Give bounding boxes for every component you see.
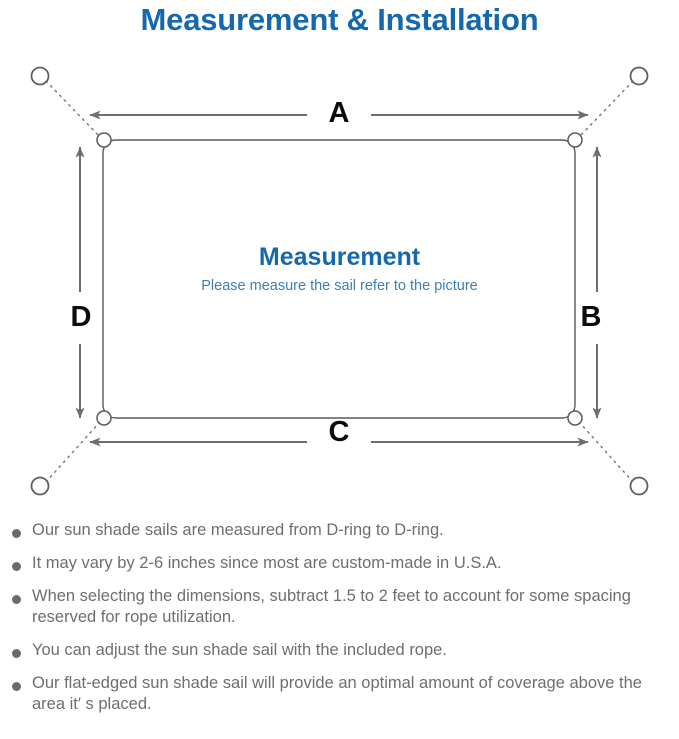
bullet-icon (12, 649, 21, 658)
d-ring-top-right (567, 132, 583, 148)
bullet-icon (12, 562, 21, 571)
d-ring-top-left (96, 132, 112, 148)
d-ring-bottom-right (567, 410, 583, 426)
note-text: It may vary by 2-6 inches since most are… (32, 554, 502, 572)
list-item: Our flat-edged sun shade sail will provi… (0, 673, 679, 715)
rope-bottom-right (579, 422, 634, 483)
dimension-label-b: B (580, 301, 602, 333)
anchor-point-bottom-left (30, 476, 50, 496)
anchor-point-top-left (30, 66, 50, 86)
list-item: It may vary by 2-6 inches since most are… (0, 553, 679, 574)
bullet-icon (12, 682, 21, 691)
notes-list: Our sun shade sails are measured from D-… (0, 520, 679, 727)
diagram-svg (30, 66, 649, 496)
list-item: You can adjust the sun shade sail with t… (0, 640, 679, 661)
dimension-label-c: C (328, 416, 350, 448)
bullet-icon (12, 595, 21, 604)
rope-top-right (579, 80, 634, 137)
note-text: Our sun shade sails are measured from D-… (32, 521, 444, 539)
rope-top-left (45, 80, 100, 137)
note-text: When selecting the dimensions, subtract … (32, 587, 631, 626)
list-item: Our sun shade sails are measured from D-… (0, 520, 679, 541)
list-item: When selecting the dimensions, subtract … (0, 586, 679, 628)
bullet-icon (12, 529, 21, 538)
rope-bottom-left (45, 422, 100, 483)
dimension-label-d: D (70, 301, 92, 333)
dimension-label-a: A (328, 97, 350, 129)
d-ring-bottom-left (96, 410, 112, 426)
sail-shape (102, 139, 576, 419)
page-title: Measurement & Installation (140, 2, 539, 37)
anchor-point-bottom-right (629, 476, 649, 496)
note-text: Our flat-edged sun shade sail will provi… (32, 674, 642, 713)
measurement-diagram: Measurement Please measure the sail refe… (0, 44, 679, 520)
note-text: You can adjust the sun shade sail with t… (32, 641, 447, 659)
anchor-point-top-right (629, 66, 649, 86)
